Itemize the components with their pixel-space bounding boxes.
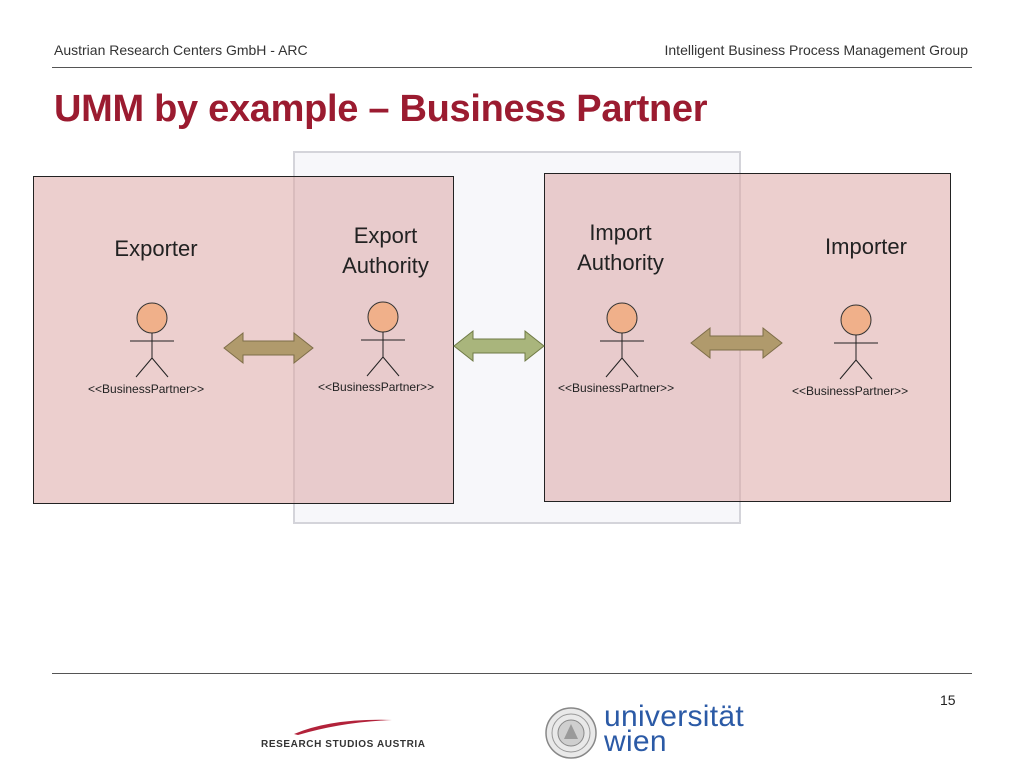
research-studios-swoosh-icon xyxy=(294,719,392,735)
actor-importer xyxy=(834,304,878,380)
page-number: 15 xyxy=(940,692,956,708)
header-left-text: Austrian Research Centers GmbH - ARC xyxy=(54,42,308,58)
double-arrow-export-authority-import-authority xyxy=(453,329,545,363)
actor-export-authority xyxy=(361,301,405,377)
header-rule xyxy=(52,67,972,68)
exporter-label: Exporter xyxy=(114,236,198,261)
import-authority-label-line1: Import xyxy=(589,220,652,245)
importer-label: Importer xyxy=(825,234,907,259)
university-seal-icon xyxy=(545,707,597,759)
research-studios-logo-text: RESEARCH STUDIOS AUSTRIA xyxy=(261,739,426,750)
export-authority-label-line2: Authority xyxy=(342,253,429,278)
university-logo-text: universität wien xyxy=(604,700,745,758)
university-logo-line1: universität xyxy=(604,700,745,733)
header-right-text: Intelligent Business Process Management … xyxy=(664,42,969,58)
double-arrow-import-authority-importer xyxy=(690,326,783,360)
export-authority-stereotype: <<BusinessPartner>> xyxy=(318,380,435,394)
double-arrow-exporter-export-authority xyxy=(223,331,314,365)
import-authority-label-line2: Authority xyxy=(577,250,664,275)
export-authority-label: Export Authority xyxy=(318,221,453,281)
import-authority-stereotype: <<BusinessPartner>> xyxy=(558,381,675,395)
exporter-stereotype: <<BusinessPartner>> xyxy=(88,382,205,396)
slide-title: UMM by example – Business Partner xyxy=(54,88,708,130)
university-logo-line2: wien xyxy=(604,725,667,758)
actor-exporter xyxy=(130,302,174,378)
importer-stereotype: <<BusinessPartner>> xyxy=(792,384,909,398)
actor-import-authority xyxy=(600,302,644,378)
export-authority-label-line1: Export xyxy=(353,223,418,248)
footer-rule xyxy=(52,673,972,674)
import-authority-label: Import Authority xyxy=(553,218,688,278)
